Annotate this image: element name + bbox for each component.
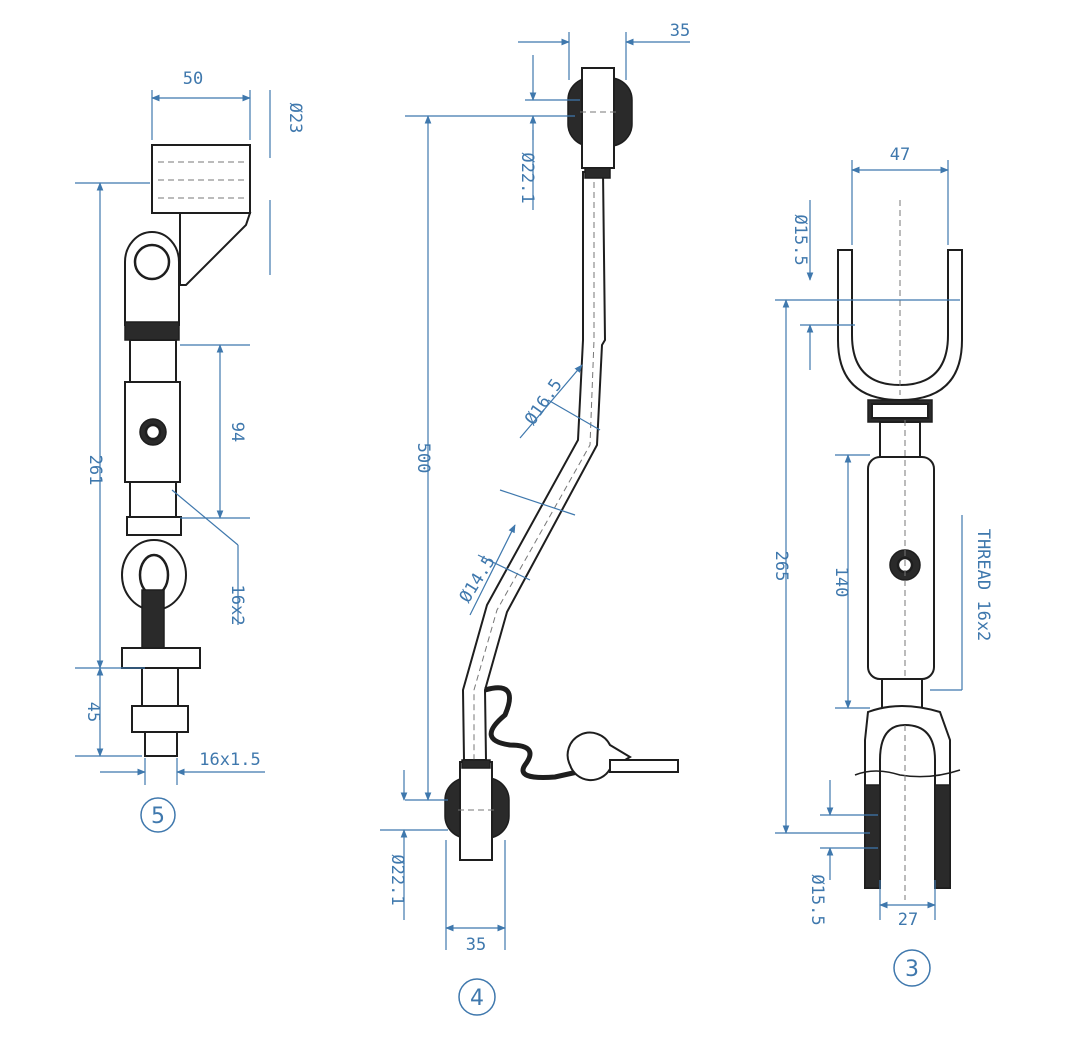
part5-bracket bbox=[179, 212, 252, 286]
svg-text:4: 4 bbox=[470, 986, 484, 1011]
part-3-assembly bbox=[837, 200, 963, 900]
part3-adjust-label: 140 bbox=[831, 567, 851, 598]
part5-bottom-length-label: 45 bbox=[83, 702, 103, 722]
part-3-dimensions: 47 Ø15.5 265 140 THREAD 16x2 Ø15.5 27 3 bbox=[771, 145, 993, 987]
part4-bent-rod bbox=[461, 171, 607, 761]
part5-threaded-stud bbox=[141, 667, 179, 709]
part4-top-hole-label: Ø22.1 bbox=[517, 152, 537, 203]
part-5-dimensions: 50 Ø23 261 94 16x2 45 16x1.5 5 bbox=[75, 69, 305, 833]
part4-bottom-rod-end bbox=[459, 761, 493, 861]
part4-clip-spring bbox=[484, 685, 601, 780]
part3-length-label: 265 bbox=[771, 551, 791, 582]
part3-top-pin-label: Ø15.5 bbox=[790, 214, 810, 265]
part3-bottom-pin-label: Ø15.5 bbox=[807, 874, 827, 925]
part4-bottom-hole-label: Ø22.1 bbox=[387, 854, 407, 905]
part3-number-tag: 3 bbox=[893, 949, 931, 987]
part3-nut bbox=[871, 403, 929, 419]
part5-length-label: 261 bbox=[85, 455, 105, 486]
part3-top-width-label: 47 bbox=[890, 145, 910, 165]
part-4-dimensions: 35 Ø22.1 500 Ø16.5 Ø14.5 Ø22.1 35 4 bbox=[380, 21, 690, 1016]
part-4-assembly bbox=[444, 67, 679, 861]
part4-length-label: 500 bbox=[413, 443, 433, 474]
part-5-assembly bbox=[120, 144, 252, 757]
part5-thread-top-label: 16x2 bbox=[227, 585, 247, 626]
part3-bottom-width-label: 27 bbox=[898, 910, 918, 930]
part4-upper-rod-label: Ø16.5 bbox=[521, 375, 567, 428]
svg-text:3: 3 bbox=[905, 957, 919, 982]
svg-text:5: 5 bbox=[151, 804, 165, 829]
part5-thread-bottom-label: 16x1.5 bbox=[199, 750, 260, 770]
part5-number-tag: 5 bbox=[140, 797, 176, 833]
part4-bottom-width-label: 35 bbox=[466, 935, 486, 955]
part4-top-width-label: 35 bbox=[670, 21, 690, 41]
part3-top-clevis bbox=[837, 249, 963, 402]
part4-pin-shaft bbox=[609, 759, 679, 773]
part4-number-tag: 4 bbox=[458, 978, 496, 1016]
part4-lynch-pin bbox=[566, 731, 632, 782]
part5-width-label: 50 bbox=[183, 69, 203, 89]
part5-adjust-label: 94 bbox=[227, 422, 247, 442]
part5-nut bbox=[126, 516, 182, 536]
part3-thread-label: THREAD 16x2 bbox=[973, 529, 993, 642]
part5-top-block bbox=[151, 144, 251, 214]
part5-hole-dia-label: Ø23 bbox=[285, 103, 305, 134]
part4-top-rod-end bbox=[581, 67, 615, 169]
